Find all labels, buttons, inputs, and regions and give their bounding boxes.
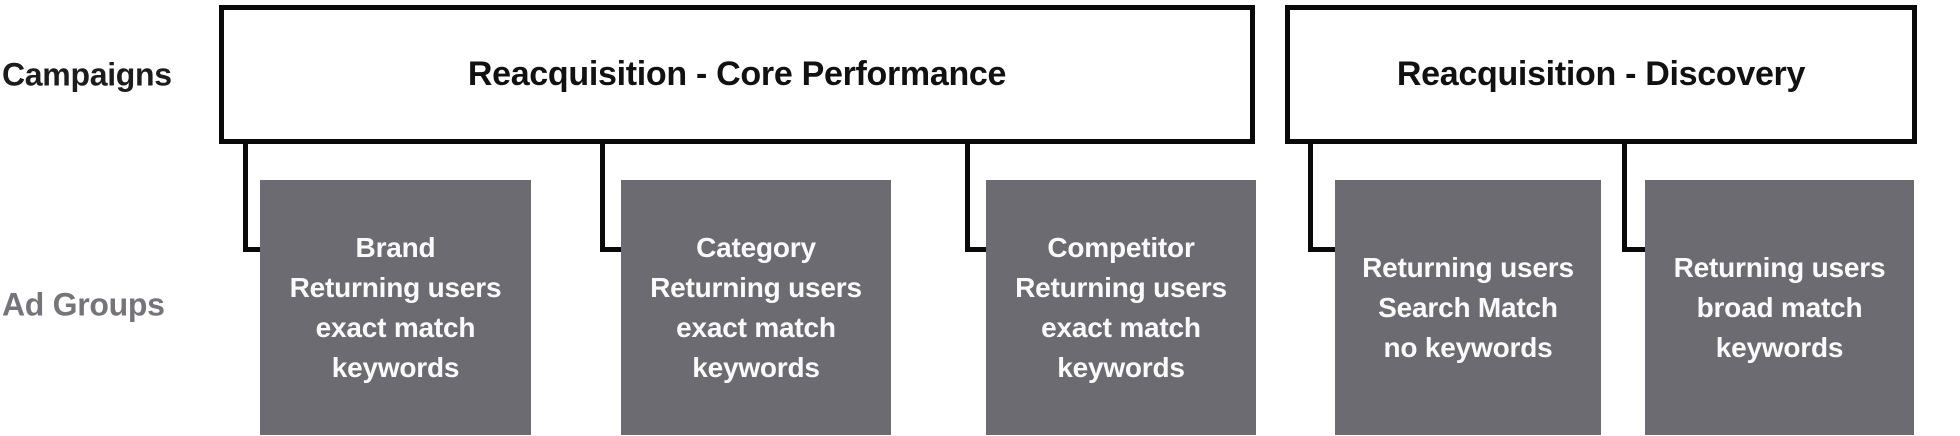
- adgroup-box-search-match: Returning users Search Match no keywords: [1335, 180, 1601, 435]
- campaign-box-core-performance: Reacquisition - Core Performance: [219, 5, 1255, 144]
- campaign-title-core-performance: Reacquisition - Core Performance: [467, 55, 1007, 93]
- adgroup-line: no keywords: [1383, 331, 1553, 363]
- connector-discovery-to-search-match: [1308, 144, 1343, 252]
- campaigns-row-label: Campaigns: [2, 56, 172, 93]
- adgroup-line: Competitor: [1047, 231, 1195, 263]
- adgroup-box-category: Category Returning users exact match key…: [621, 180, 891, 435]
- adgroup-line: Brand: [355, 231, 436, 263]
- adgroup-box-broad-match: Returning users broad match keywords: [1645, 180, 1914, 435]
- adgroup-line: broad match: [1696, 291, 1863, 323]
- adgroup-line: Returning users: [1015, 271, 1227, 303]
- adgroup-line: Returning users: [650, 271, 862, 303]
- adgroup-line: Returning users: [1362, 251, 1574, 283]
- adgroup-line: exact match: [1041, 311, 1201, 343]
- campaign-box-discovery: Reacquisition - Discovery: [1285, 5, 1917, 144]
- adgroup-line: Returning users: [289, 271, 502, 303]
- adgroup-line: keywords: [692, 351, 820, 383]
- adgroup-box-brand: Brand Returning users exact match keywor…: [260, 180, 531, 435]
- adgroup-line: exact match: [315, 311, 476, 343]
- adgroup-line: exact match: [676, 311, 836, 343]
- connector-core-to-competitor: [965, 144, 994, 252]
- ad-groups-row-label: Ad Groups: [2, 286, 165, 323]
- campaign-title-discovery: Reacquisition - Discovery: [1396, 55, 1806, 93]
- connector-core-to-brand: [243, 144, 268, 252]
- adgroup-line: Returning users: [1673, 251, 1886, 283]
- adgroup-line: Search Match: [1378, 291, 1558, 323]
- adgroup-line: keywords: [331, 351, 460, 383]
- connector-discovery-to-broad-match: [1622, 144, 1653, 252]
- adgroup-line: keywords: [1057, 351, 1185, 383]
- adgroup-box-competitor: Competitor Returning users exact match k…: [986, 180, 1256, 435]
- adgroup-line: keywords: [1715, 331, 1844, 363]
- connector-core-to-category: [600, 144, 629, 252]
- adgroup-line: Category: [696, 231, 816, 263]
